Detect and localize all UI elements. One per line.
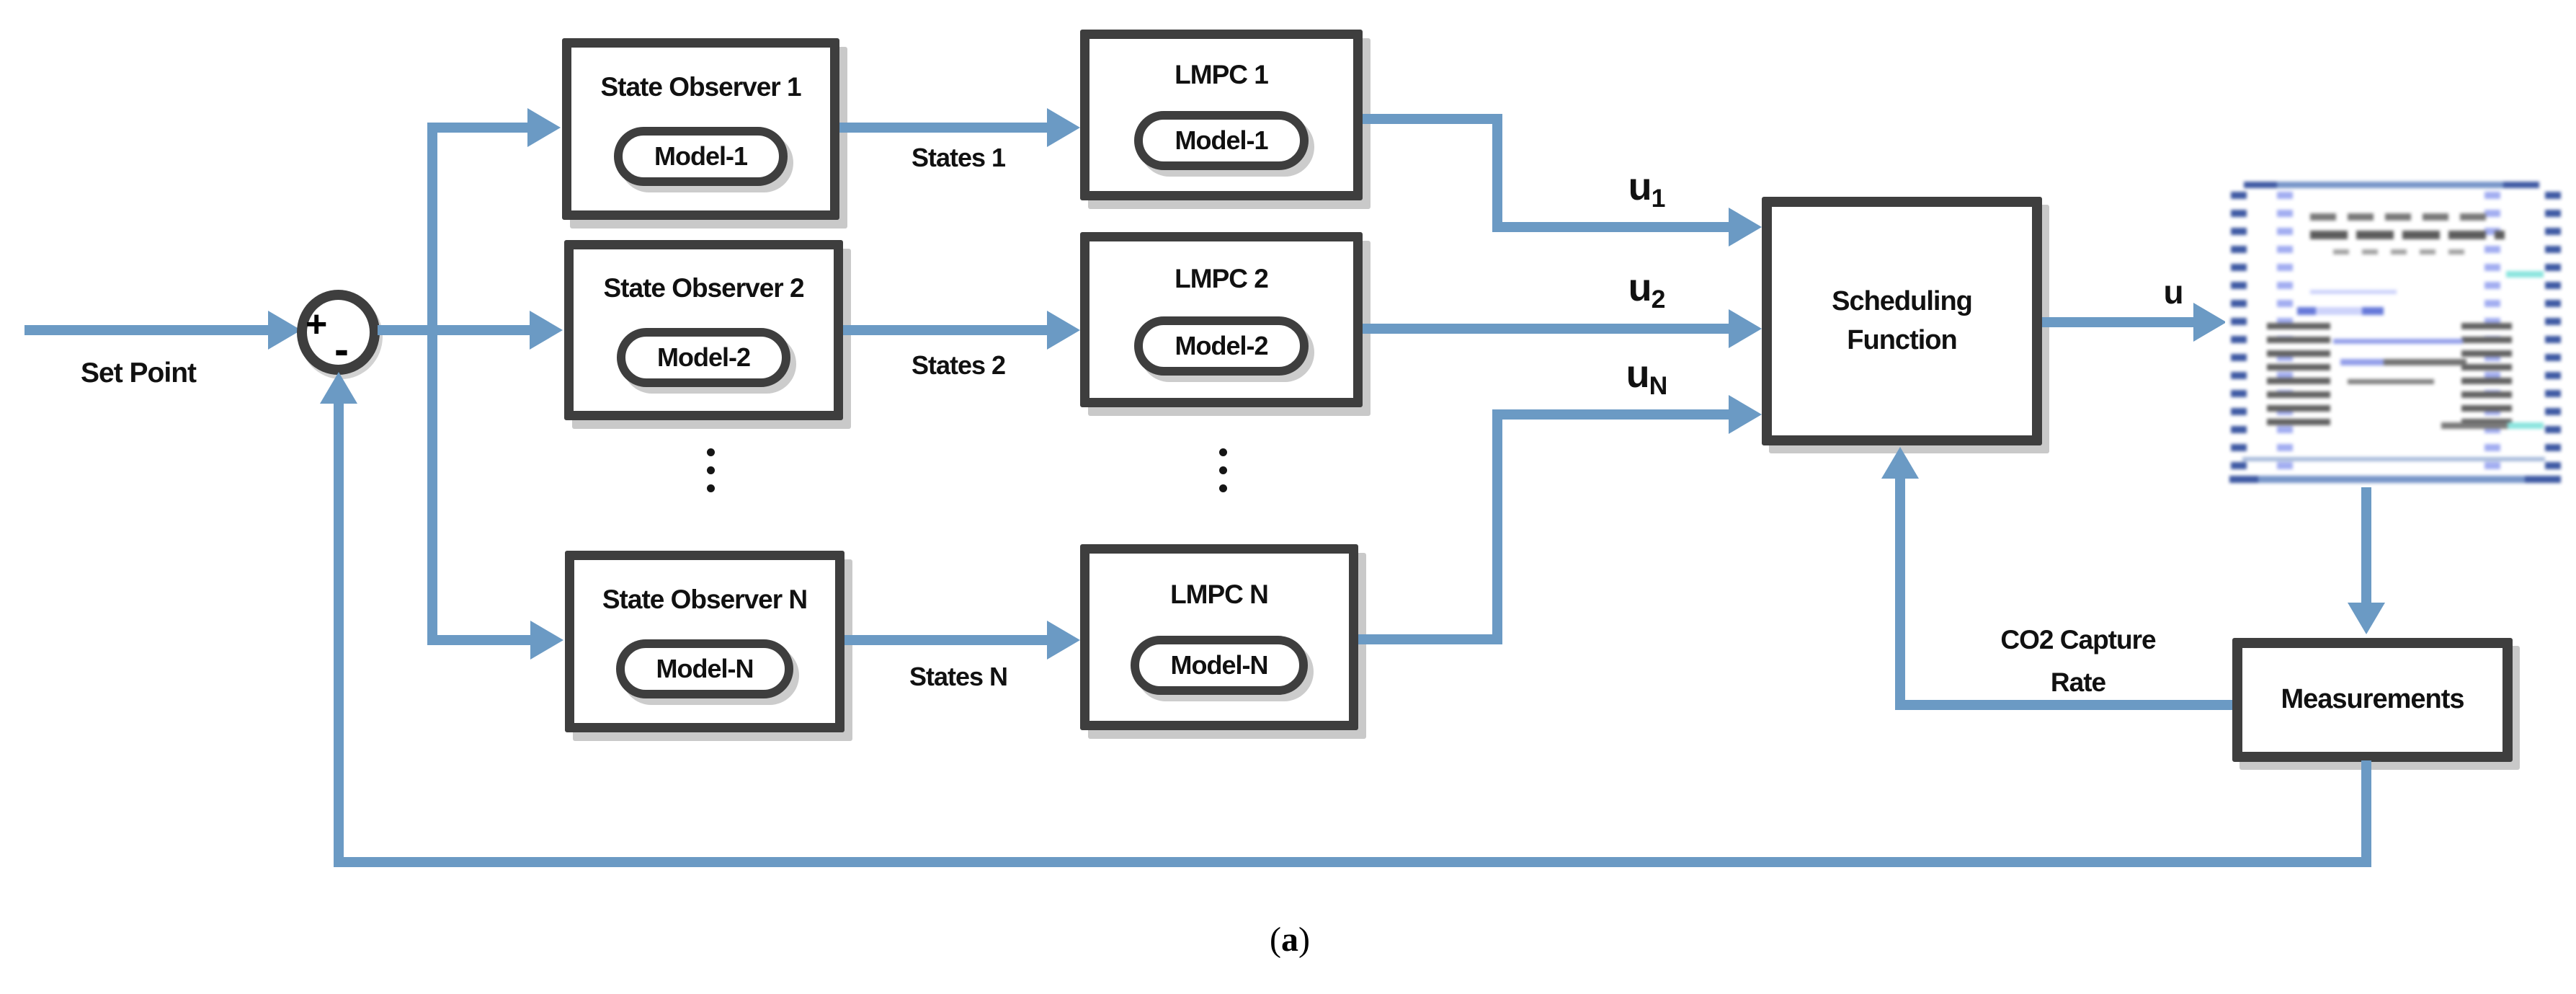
arrowhead-uN: [1729, 395, 1762, 434]
setpoint-label: Set Point: [80, 358, 197, 389]
arrowhead-co2: [1881, 447, 1919, 479]
line-feedback-bottom: [334, 857, 2371, 867]
line-uN-b: [1492, 409, 1502, 644]
line-u1-c: [1492, 222, 1730, 232]
plant-flowsheet-image: [2225, 166, 2567, 489]
lmpc-n-block: LMPC N Model-N: [1080, 544, 1358, 730]
scheduling-function-line2: Function: [1847, 324, 1957, 355]
measurements-block: Measurements: [2232, 638, 2513, 762]
line-feedback-left-vertical: [334, 401, 344, 867]
line-junction-out: [378, 325, 437, 335]
line-co2-vertical: [1895, 474, 1905, 710]
arrowhead-states2: [1047, 311, 1080, 350]
arrowhead-states1: [1047, 108, 1080, 147]
arrowhead-u2: [1729, 309, 1762, 348]
uN-label: uN: [1626, 352, 1668, 400]
line-to-observer2: [432, 325, 531, 335]
line-u-out: [2042, 317, 2195, 327]
figure-caption: (a): [1270, 920, 1310, 959]
plus-sign: +: [306, 303, 328, 345]
arrowhead-observer1: [527, 108, 561, 147]
model-1-pill: Model-1: [613, 127, 788, 186]
scheduling-function-block: Scheduling Function: [1762, 197, 2042, 445]
line-feedback-right-vertical: [2361, 760, 2371, 867]
u2-label: u2: [1628, 266, 1666, 314]
scheduling-function-line1: Scheduling: [1832, 286, 1973, 317]
arrowhead-u-out: [2193, 303, 2227, 342]
model-2-pill: Model-2: [616, 327, 790, 387]
lmpc-model-2-pill: Model-2: [1134, 316, 1309, 376]
state-observer-2-block: State Observer 2 Model-2: [564, 240, 843, 420]
arrowhead-observer2: [530, 311, 563, 350]
arrowhead-statesN: [1047, 621, 1080, 660]
line-branch-vertical: [427, 123, 437, 645]
states1-label: States 1: [911, 143, 1006, 172]
arrowhead-feedback: [320, 372, 357, 404]
lmpc-2-block: LMPC 2 Model-2: [1080, 232, 1363, 407]
lmpc-model-1-pill: Model-1: [1134, 111, 1309, 170]
lmpc-2-title: LMPC 2: [1175, 264, 1269, 293]
arrowhead-u1: [1729, 208, 1762, 247]
state-observer-n-title: State Observer N: [602, 585, 808, 614]
lmpc-model-n-pill: Model-N: [1130, 636, 1309, 695]
lmpc-1-title: LMPC 1: [1175, 60, 1269, 89]
arrowhead-measurements: [2348, 603, 2385, 634]
line-u1-a: [1363, 114, 1502, 124]
lmpc-ellipsis-dots: [1219, 448, 1227, 492]
lmpc-1-block: LMPC 1 Model-1: [1080, 30, 1363, 200]
line-setpoint: [24, 325, 268, 335]
model-n-pill: Model-N: [615, 639, 794, 698]
states2-label: States 2: [911, 350, 1006, 380]
statesN-label: States N: [909, 662, 1008, 691]
state-observer-n-block: State Observer N Model-N: [565, 551, 844, 732]
line-u1-b: [1492, 114, 1502, 232]
line-to-observerN: [432, 635, 532, 645]
line-uN-a: [1358, 634, 1502, 644]
state-observer-2-title: State Observer 2: [603, 273, 804, 303]
line-uN-c: [1492, 409, 1730, 420]
line-to-observer1: [432, 123, 529, 133]
line-co2-horizontal: [1900, 700, 2232, 710]
line-plant-to-measurements: [2361, 487, 2371, 604]
arrowhead-setpoint: [268, 311, 301, 350]
lmpc-n-title: LMPC N: [1170, 580, 1269, 609]
u-out-label: u: [2163, 273, 2183, 311]
summing-junction: [297, 290, 380, 375]
state-observer-1-title: State Observer 1: [600, 72, 801, 102]
measurements-title: Measurements: [2281, 684, 2464, 715]
minus-sign: -: [334, 325, 349, 373]
arrowhead-observerN: [530, 621, 563, 660]
line-u2: [1363, 324, 1730, 334]
line-states1: [839, 123, 1048, 133]
observer-ellipsis-dots: [707, 448, 715, 492]
state-observer-1-block: State Observer 1 Model-1: [562, 38, 839, 220]
plant-flowsheet-graphic: [2225, 166, 2567, 489]
u1-label: u1: [1628, 165, 1666, 213]
line-statesN: [844, 635, 1048, 645]
line-states2: [843, 325, 1048, 335]
